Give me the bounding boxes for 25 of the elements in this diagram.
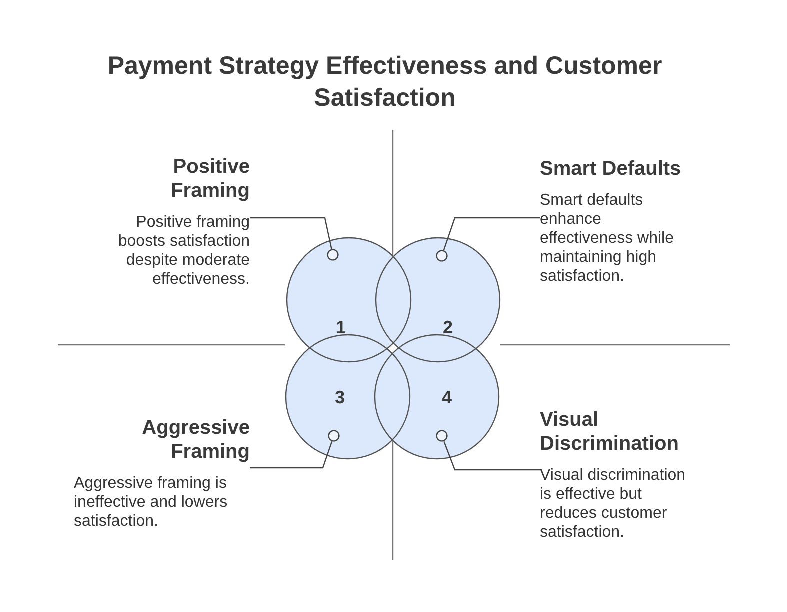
leader-line — [250, 217, 332, 250]
circle-number: 3 — [335, 388, 345, 408]
quadrant-heading: Positive Framing — [170, 155, 250, 203]
quadrant-heading: Smart Defaults — [540, 157, 682, 181]
marker-circle — [436, 250, 448, 262]
marker-circle — [327, 249, 339, 261]
quadrant-description: Aggressive framing is ineffective and lowers satisfaction. — [73, 474, 229, 531]
quadrant-description: Visual discrimination is effective but reduces customer satisfaction. — [540, 466, 687, 542]
venn-circle — [285, 334, 411, 460]
quadrant-description: Smart defaults enhance effectiveness while maintaining high satisfaction. — [540, 191, 675, 286]
diagram-title: Payment Strategy Effectiveness and Customer Satisfaction — [106, 51, 664, 114]
venn-circle — [375, 237, 501, 363]
marker-circle — [436, 430, 448, 442]
quadrant-heading: Visual Discrimination — [540, 408, 680, 456]
circle-number: 1 — [336, 318, 346, 338]
marker-circle — [328, 430, 340, 442]
circle-number: 4 — [442, 388, 452, 408]
leader-line — [250, 441, 333, 469]
venn-circle — [286, 237, 412, 363]
circle-number: 2 — [443, 318, 453, 338]
leader-line — [443, 217, 540, 251]
quadrant-description: Positive framing boosts satisfaction despite moderate effectiveness. — [117, 213, 250, 289]
leader-line — [444, 441, 540, 471]
venn-circle — [374, 334, 500, 460]
quadrant-heading: Aggressive Framing — [141, 416, 250, 464]
